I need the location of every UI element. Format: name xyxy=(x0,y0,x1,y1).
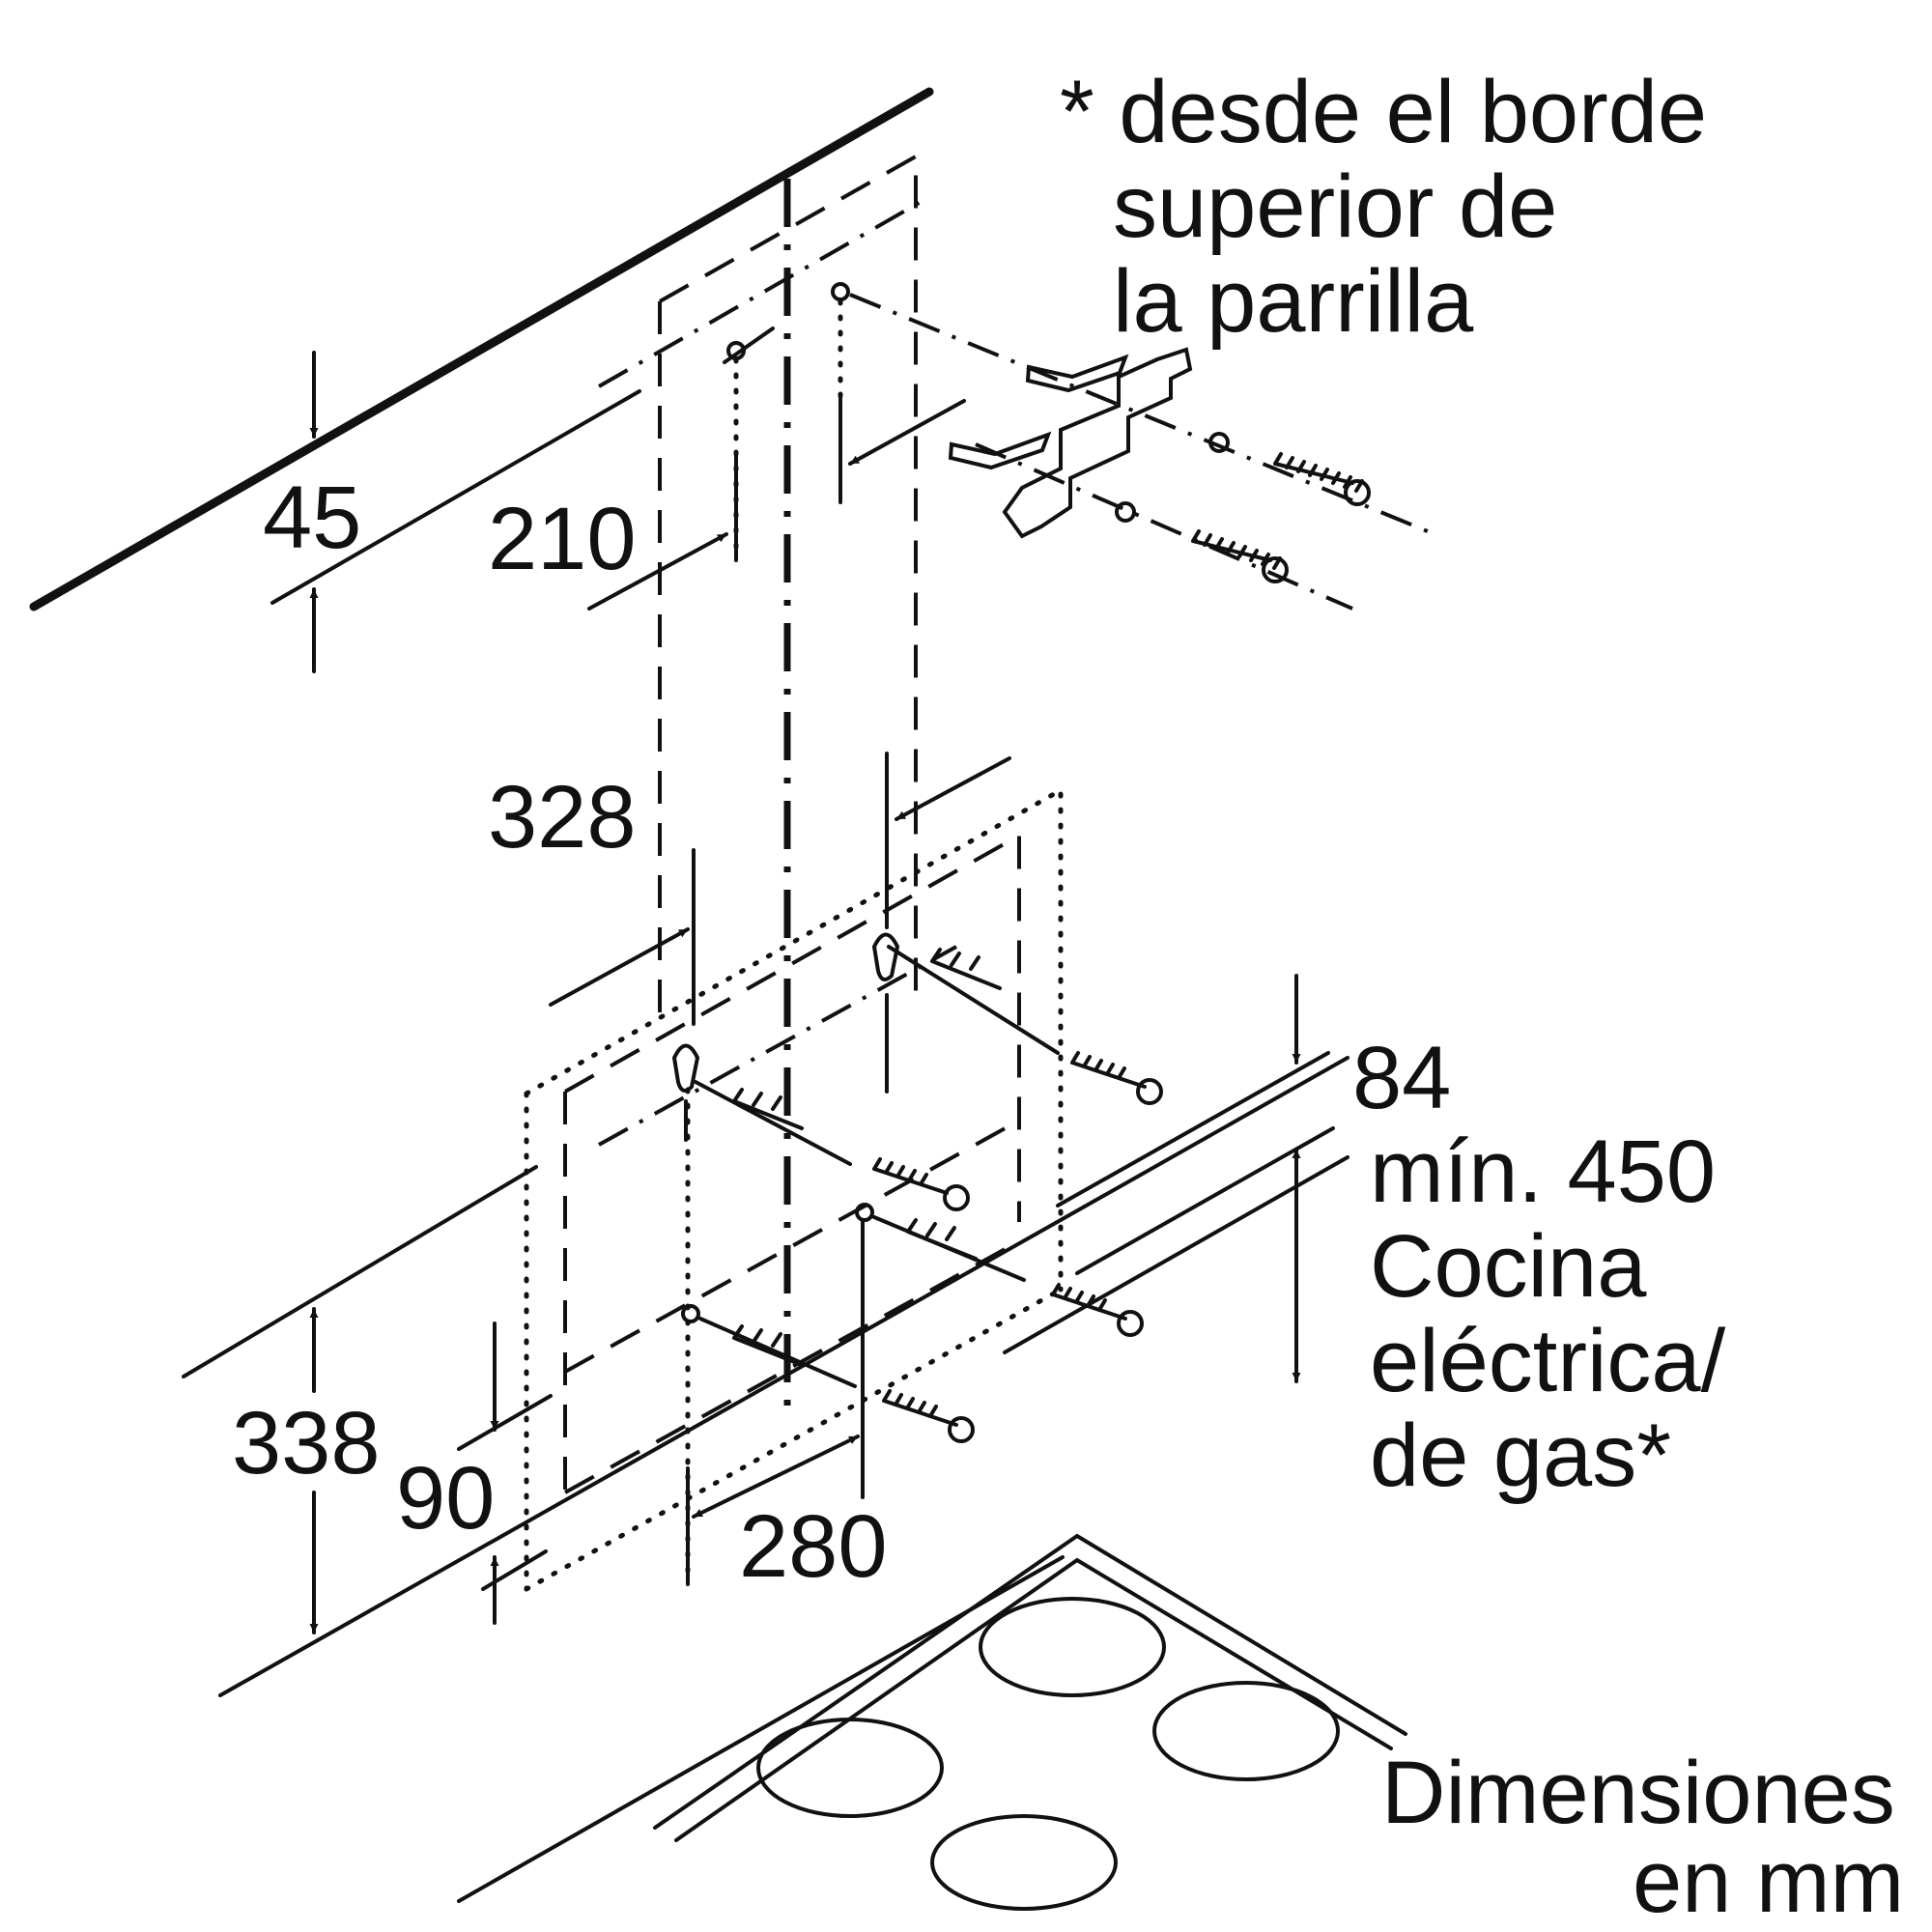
dimension-328-label: 328 xyxy=(488,768,637,867)
note-line-3: la parrilla xyxy=(1113,252,1474,351)
dimension-280-lines xyxy=(692,1435,860,1519)
cooktop-label-line-1: Cocina xyxy=(1370,1217,1647,1316)
dimension-45-label: 45 xyxy=(263,469,362,567)
lower-hood-outline xyxy=(524,785,1064,1592)
dimension-210-lines xyxy=(587,399,966,611)
dimension-338-lines xyxy=(182,1165,538,1634)
dimension-84-lines xyxy=(1056,974,1335,1275)
lower-fixings xyxy=(732,948,1163,1443)
note-line-2: superior de xyxy=(1113,157,1558,256)
lower-chimney-outline xyxy=(563,832,1021,1494)
dimension-90-label: 90 xyxy=(396,1449,496,1548)
cooktop-line xyxy=(218,1056,1350,1697)
dimension-90-lines xyxy=(457,1321,553,1625)
dimension-45-lines xyxy=(270,351,641,673)
dimension-328-lines xyxy=(549,752,1011,1026)
ceiling-line xyxy=(29,87,934,611)
cooktop-label-line-2: eléctrica/ xyxy=(1370,1312,1726,1410)
dimension-338-label: 338 xyxy=(232,1394,381,1492)
cooktop-label-line-3: de gas* xyxy=(1370,1406,1672,1505)
dimension-450-lines xyxy=(1003,1148,1350,1383)
dimension-84-label: 84 xyxy=(1352,1029,1452,1127)
upper-holes xyxy=(723,282,850,563)
upper-bracket-assembly xyxy=(849,293,1440,611)
min-450-label: mín. 450 xyxy=(1370,1122,1716,1221)
units-line-1: Dimensiones xyxy=(1381,1744,1895,1842)
note-line-1: * desde el borde xyxy=(1060,63,1708,161)
cooktop xyxy=(457,1533,1407,1911)
lower-hooks xyxy=(671,932,1060,1587)
units-line-2: en mm xyxy=(1633,1833,1905,1931)
dimension-210-label: 210 xyxy=(488,490,637,588)
dimension-280-label: 280 xyxy=(739,1497,888,1596)
upper-chimney-outline xyxy=(598,153,928,1024)
